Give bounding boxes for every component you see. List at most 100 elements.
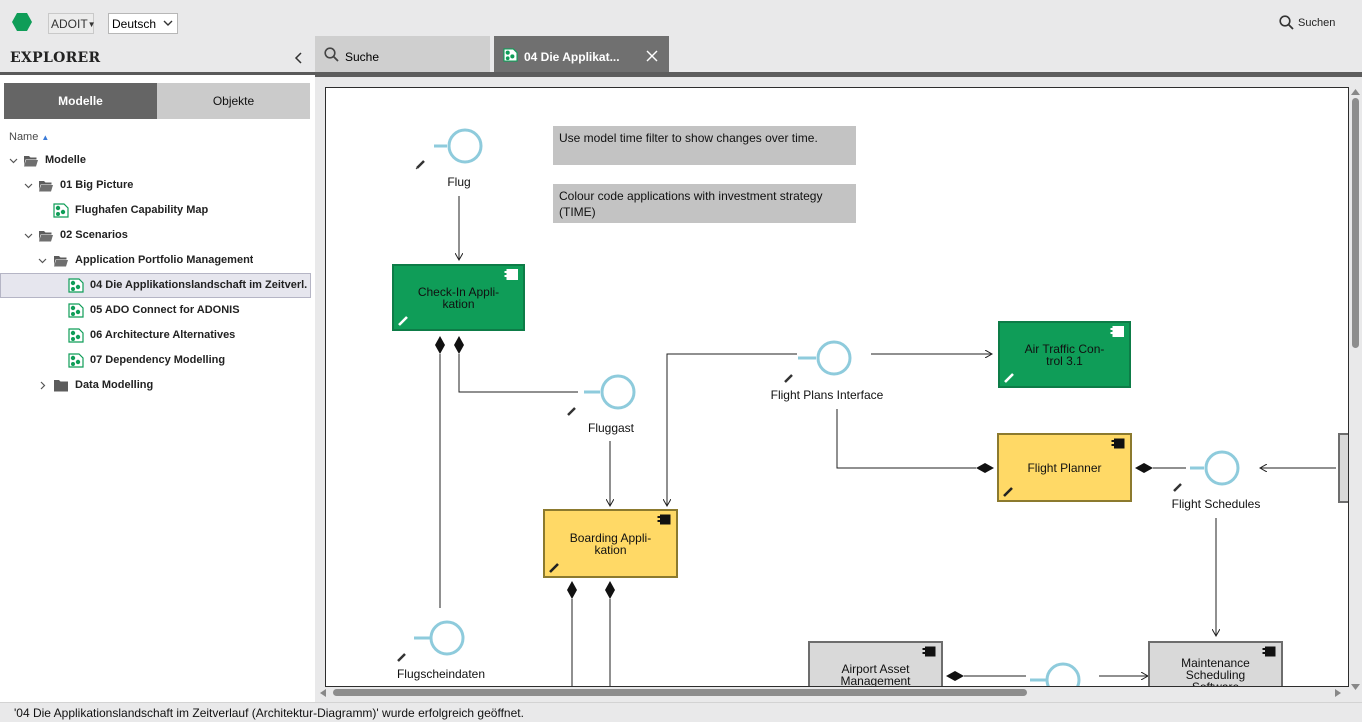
- composition-diamond: [567, 581, 577, 599]
- status-bar: '04 Die Applikationslandschaft im Zeitve…: [0, 702, 1362, 722]
- pencil-icon[interactable]: [415, 160, 425, 170]
- tree-item-label: 04 Die Applikationslandschaft im Zeitver…: [90, 279, 308, 291]
- vertical-scrollbar[interactable]: [1349, 87, 1362, 692]
- tree-item-data-modelling[interactable]: Data Modelling: [0, 373, 315, 398]
- editor-area: Use model time filter to show changes ov…: [315, 77, 1362, 702]
- composition-diamond: [976, 463, 994, 473]
- application-boarding[interactable]: Boarding Appli- kation: [543, 509, 678, 578]
- component-icon: [504, 269, 518, 280]
- pencil-icon[interactable]: [1002, 486, 1014, 498]
- connector-flightplans-boarding[interactable]: [667, 353, 797, 506]
- tree-item-04-applikationslandschaft[interactable]: 04 Die Applikationslandschaft im Zeitver…: [0, 273, 311, 298]
- tab-objekte[interactable]: Objekte: [157, 83, 310, 119]
- tree-item-modelle[interactable]: Modelle: [0, 148, 315, 173]
- model-diagram-icon: [68, 303, 84, 318]
- composition-diamond: [1135, 463, 1153, 473]
- application-label: Check-In Appli- kation: [417, 284, 500, 311]
- application-maintenance-scheduling[interactable]: Maintenance Scheduling Software: [1148, 641, 1283, 686]
- chevron-left-icon[interactable]: [293, 51, 305, 65]
- chevron-down-icon[interactable]: [9, 156, 18, 165]
- tree-item-label: 05 ADO Connect for ADONIS: [90, 304, 240, 316]
- component-icon: [1110, 326, 1124, 337]
- interface-icon-flug[interactable]: [434, 128, 483, 164]
- tree-item-label: 02 Scenarios: [60, 229, 128, 241]
- application-airport-asset-management[interactable]: Airport Asset Management: [808, 641, 943, 686]
- note-colour-code[interactable]: Colour code applications with investment…: [553, 184, 856, 223]
- tree-item-05-ado-connect[interactable]: 05 ADO Connect for ADONIS: [0, 298, 315, 323]
- pencil-icon[interactable]: [397, 653, 406, 662]
- tab-modelle[interactable]: Modelle: [4, 83, 157, 119]
- connector-flightplans-flightplanner[interactable]: [836, 409, 976, 469]
- tab-model-label: 04 Die Applikat...: [524, 50, 620, 64]
- diagram-canvas[interactable]: Use model time filter to show changes ov…: [325, 87, 1349, 687]
- tree-item-06-architecture-alternatives[interactable]: 06 Architecture Alternatives: [0, 323, 315, 348]
- composition-diamond: [435, 336, 445, 354]
- tree-item-label: Application Portfolio Management: [75, 254, 254, 266]
- tree-item-application-portfolio-management[interactable]: Application Portfolio Management: [0, 248, 315, 273]
- explorer-header: EXPLORER: [0, 46, 315, 72]
- interface-label-flug[interactable]: Flug: [447, 175, 471, 189]
- component-icon: [1262, 646, 1276, 657]
- tree-item-label: 01 Big Picture: [60, 179, 134, 191]
- interface-label-flugscheindaten[interactable]: Flugscheindaten: [396, 667, 486, 681]
- tree-item-07-dependency-modelling[interactable]: 07 Dependency Modelling: [0, 348, 315, 373]
- editor-tabs: Suche 04 Die Applikat...: [315, 36, 1362, 72]
- pencil-icon[interactable]: [1003, 372, 1015, 384]
- tree-item-01-big-picture[interactable]: 01 Big Picture: [0, 173, 315, 198]
- folder-open-icon: [39, 231, 53, 242]
- horizontal-scrollbar[interactable]: [319, 686, 1349, 700]
- product-menu-label: ADOIT: [51, 17, 88, 31]
- product-menu-button[interactable]: ADOIT▼: [48, 13, 96, 34]
- tree-item-flughafen-capability-map[interactable]: Flughafen Capability Map: [0, 198, 315, 223]
- connector-checkin-fluggast[interactable]: [458, 354, 578, 393]
- interface-icon-flightplans[interactable]: [798, 340, 852, 376]
- folder-open-icon: [54, 256, 68, 267]
- tree-item-label: Flughafen Capability Map: [75, 204, 209, 216]
- interface-icon-flightschedules[interactable]: [1190, 450, 1240, 486]
- diagram-connectors: [397, 128, 1349, 687]
- model-diagram-icon: [68, 328, 84, 343]
- scroll-down-icon: [1351, 684, 1360, 690]
- pencil-icon[interactable]: [784, 374, 793, 383]
- explorer-panel: Modelle Objekte Name▲ Modelle 01 Big Pic…: [0, 72, 315, 702]
- name-column-label: Name: [9, 131, 39, 143]
- note-time-filter[interactable]: Use model time filter to show changes ov…: [553, 126, 856, 165]
- interface-label-fluggast[interactable]: Fluggast: [587, 421, 635, 435]
- chevron-right-icon[interactable]: [38, 381, 47, 390]
- model-diagram-icon: [68, 278, 84, 293]
- pencil-icon[interactable]: [397, 315, 409, 327]
- chevron-down-icon[interactable]: [38, 256, 47, 265]
- model-diagram-icon: [53, 203, 69, 218]
- pencil-icon[interactable]: [548, 562, 560, 574]
- pencil-icon[interactable]: [567, 407, 576, 416]
- application-check-in[interactable]: Check-In Appli- kation: [392, 264, 525, 331]
- interface-icon-flugscheindaten[interactable]: [414, 620, 465, 656]
- model-diagram-icon: [503, 48, 518, 62]
- adoit-logo-icon[interactable]: [12, 13, 32, 31]
- interface-label-flight-plans[interactable]: Flight Plans Interface: [770, 388, 884, 402]
- tab-suche[interactable]: Suche: [315, 36, 490, 72]
- scroll-up-icon: [1351, 89, 1360, 95]
- caret-down-icon: ▼: [87, 20, 96, 29]
- chevron-down-icon[interactable]: [24, 181, 33, 190]
- language-value: Deutsch: [112, 17, 157, 31]
- horizontal-scroll-thumb: [333, 689, 1027, 696]
- explorer-tabs: Modelle Objekte: [4, 83, 310, 119]
- application-label: Boarding Appli- kation: [569, 530, 652, 557]
- application-air-traffic-control[interactable]: Air Traffic Con- trol 3.1: [998, 321, 1131, 388]
- interface-label-flight-schedules[interactable]: Flight Schedules: [1171, 497, 1261, 511]
- tree-item-label: Modelle: [45, 154, 86, 166]
- offscreen-application-box[interactable]: [1338, 433, 1349, 503]
- application-flight-planner[interactable]: Flight Planner: [997, 433, 1132, 502]
- pencil-icon[interactable]: [1173, 483, 1182, 492]
- language-select[interactable]: Deutsch: [108, 13, 178, 34]
- name-column-header[interactable]: Name▲: [0, 127, 310, 149]
- tree-item-02-scenarios[interactable]: 02 Scenarios: [0, 223, 315, 248]
- interface-icon-asset-maintenance[interactable]: [1030, 662, 1081, 687]
- close-icon[interactable]: [646, 50, 658, 62]
- component-icon: [922, 646, 936, 657]
- interface-icon-fluggast[interactable]: [584, 374, 636, 410]
- tab-model-04[interactable]: 04 Die Applikat...: [494, 36, 669, 72]
- chevron-down-icon[interactable]: [24, 231, 33, 240]
- component-icon: [657, 514, 671, 525]
